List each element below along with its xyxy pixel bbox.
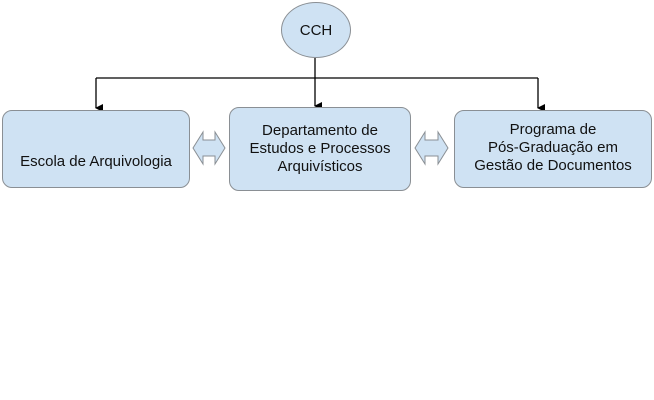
node-cch: CCH — [281, 2, 351, 58]
node-departamento-line: Departamento de — [262, 122, 378, 139]
node-programa-line: Programa de — [509, 121, 597, 138]
node-departamento-line: Arquivísticos — [277, 158, 363, 175]
node-programa: Programa de Pós-Graduação em Gestão de D… — [454, 110, 652, 188]
node-programa-line: Pós-Graduação em — [487, 139, 619, 156]
node-departamento: Departamento de Estudos e Processos Arqu… — [229, 107, 411, 191]
node-escola-line: Escola de Arquivologia — [20, 153, 172, 170]
node-programa-line: Gestão de Documentos — [474, 157, 632, 174]
double-arrow-left — [192, 130, 226, 166]
double-arrow-right — [414, 130, 449, 166]
node-cch-label: CCH — [299, 21, 333, 39]
node-escola: Escola de Arquivologia — [2, 110, 190, 188]
node-departamento-line: Estudos e Processos — [249, 140, 391, 157]
